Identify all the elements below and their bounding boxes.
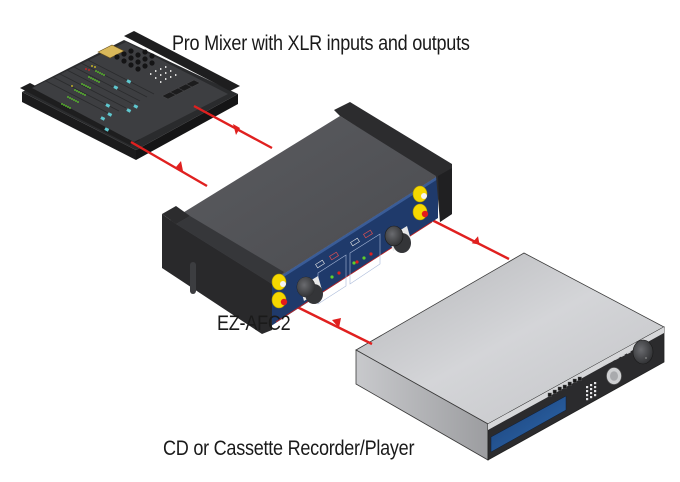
ez-afc2-converter [162,102,452,334]
mixer-fader-caps [100,79,139,132]
mixer-rail-right [124,31,240,91]
rca-red-tip [280,298,288,306]
converter-level-knob-left[interactable] [296,276,323,304]
mixer-surface [32,42,228,142]
player-top-slot-buttons [602,351,631,367]
player-display [490,395,567,453]
mixer-transport-buttons [161,79,201,100]
player-caption: CD or Cassette Recorder/Player [163,437,415,460]
arrow-to-mixer-icon [176,161,183,171]
converter-caption: EZ-AFC2 [217,312,291,335]
player-keypad [586,382,597,401]
rca-white-tip [280,281,286,287]
cable-mixer-out [193,104,273,150]
converter-switch-labels [315,237,360,269]
converter-top [168,116,438,284]
player-buttons-row [547,376,582,397]
arrow-to-converter-icon [233,124,240,135]
converter-leds [330,252,373,279]
converter-panel-bevel [268,176,438,287]
mixer-tray-front-edge [22,92,136,160]
converter-end-cap-right [334,102,452,222]
cd-cassette-player [355,252,665,461]
converter-foot-slot [190,262,196,294]
converter-level-knob-right[interactable] [384,225,411,253]
mixer-rail-left [20,83,140,145]
cable-mixer-in [130,140,208,188]
player-nav-center [610,371,618,381]
mixer-tray-side-edge [136,94,238,160]
rca-white-tip [421,193,427,199]
rca-connectors-right[interactable] [412,185,429,221]
cables-mixer-side [130,104,273,188]
mixer-led-meters [61,65,105,109]
rca-connectors-left[interactable] [271,273,288,309]
arrow-to-converter-from-player-icon [332,318,341,328]
cable-to-player [425,215,510,261]
player-front-bevel [488,327,664,430]
knob-face [297,277,315,297]
mixer-caption: Pro Mixer with XLR inputs and outputs [172,32,470,55]
mixer-vu-meter [97,44,125,59]
converter-end-cap-left [162,206,284,334]
mixer-small-keys [150,66,177,83]
player-jog-dot [645,357,647,359]
player-jog-knob [632,339,654,365]
mixer-round-buttons [114,48,155,72]
knob-face[interactable] [384,225,404,247]
pro-mixer [20,31,240,160]
arrow-to-player-icon [471,236,480,245]
rca-red-tip [421,210,429,218]
converter-switch-labels-red [329,229,373,261]
